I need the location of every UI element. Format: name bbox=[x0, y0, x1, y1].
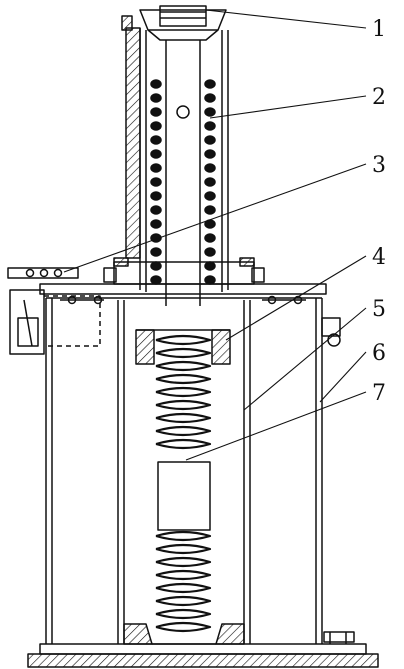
spring-coil-section bbox=[150, 79, 162, 89]
spring-coil-section bbox=[150, 121, 162, 131]
spring-coil bbox=[155, 360, 212, 372]
spring-coil-section bbox=[150, 93, 162, 103]
right-linkage bbox=[262, 295, 341, 347]
callout-3: 3 bbox=[372, 153, 386, 178]
spring-coil-section bbox=[204, 233, 216, 243]
spring-coil bbox=[155, 334, 212, 346]
spring-coil bbox=[155, 556, 212, 568]
lower-spring bbox=[155, 334, 212, 633]
guide-sleeve bbox=[135, 329, 231, 365]
spring-coil bbox=[155, 595, 212, 607]
spring-coil-section bbox=[204, 247, 216, 257]
spring-coil-section bbox=[204, 93, 216, 103]
spring-coil bbox=[155, 386, 212, 398]
top-cap bbox=[121, 5, 227, 41]
bottom-bolt bbox=[323, 631, 355, 644]
spring-coil-section bbox=[204, 149, 216, 159]
callout-labels: 1 2 3 4 5 6 7 bbox=[372, 17, 386, 406]
spring-coil bbox=[155, 608, 212, 620]
spring-coil bbox=[155, 425, 212, 437]
upper-column bbox=[125, 27, 229, 292]
spring-coil-section bbox=[204, 135, 216, 145]
middle-sleeve bbox=[157, 461, 211, 531]
spring-coil bbox=[155, 621, 212, 633]
spring-coil bbox=[155, 373, 212, 385]
spring-coil-section bbox=[150, 107, 162, 117]
spring-coil bbox=[155, 438, 212, 450]
latch-linkage bbox=[7, 267, 104, 355]
spring-coil-section bbox=[150, 135, 162, 145]
bottom-seat bbox=[123, 623, 245, 645]
spring-coil-section bbox=[204, 205, 216, 215]
callout-1: 1 bbox=[372, 17, 386, 42]
spring-coil-section bbox=[204, 275, 216, 285]
spring-coil-section bbox=[204, 107, 216, 117]
spring-coil-section bbox=[204, 177, 216, 187]
spring-coil-section bbox=[204, 121, 216, 131]
callout-4: 4 bbox=[372, 245, 386, 270]
spring-coil bbox=[155, 530, 212, 542]
inner-housing bbox=[117, 300, 251, 644]
spring-coil-section bbox=[150, 247, 162, 257]
callout-2: 2 bbox=[372, 85, 386, 110]
spring-coil-section bbox=[150, 219, 162, 229]
callout-7: 7 bbox=[372, 381, 386, 406]
spring-coil-section bbox=[204, 191, 216, 201]
spring-coil-section bbox=[150, 191, 162, 201]
callout-5: 5 bbox=[372, 297, 386, 322]
spring-coil bbox=[155, 543, 212, 555]
spring-coil-section bbox=[150, 163, 162, 173]
callout-6: 6 bbox=[372, 341, 386, 366]
base-plate bbox=[27, 643, 379, 668]
mounting-flange bbox=[39, 257, 327, 295]
spring-coil-section bbox=[150, 177, 162, 187]
leader-lines bbox=[63, 9, 367, 461]
spring-coil-section bbox=[204, 163, 216, 173]
spring-coil bbox=[155, 582, 212, 594]
outer-housing bbox=[45, 297, 323, 644]
spring-coil-section bbox=[150, 275, 162, 285]
spring-coil-section bbox=[204, 79, 216, 89]
spring-coil-section bbox=[204, 261, 216, 271]
spring-coil bbox=[155, 347, 212, 359]
spring-coil bbox=[155, 399, 212, 411]
spring-coil-section bbox=[150, 205, 162, 215]
upper-spring bbox=[150, 79, 216, 285]
central-rod bbox=[165, 40, 201, 306]
spring-coil-section bbox=[150, 261, 162, 271]
spring-coil-section bbox=[150, 149, 162, 159]
spring-coil bbox=[155, 412, 212, 424]
spring-coil bbox=[155, 569, 212, 581]
